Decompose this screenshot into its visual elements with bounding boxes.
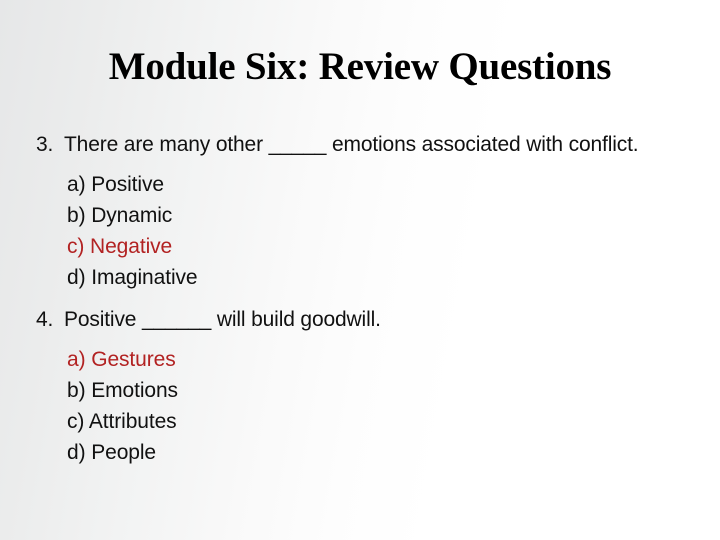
question-item-3: 3. There are many other _____ emotions a… (36, 129, 684, 160)
question-number-4: 4. (36, 308, 54, 331)
option-3a[interactable]: a) Positive (67, 173, 164, 196)
option-3c[interactable]: c) Negative (67, 235, 173, 258)
options-list-3: a) Positive b) Dynamic c) Negative d) Im… (36, 169, 684, 293)
option-4c[interactable]: c) Attributes (67, 410, 177, 433)
question-number-3: 3. (36, 133, 54, 156)
page-title: Module Six: Review Questions (108, 45, 612, 88)
question-item-4: 4. Positive ______ will build goodwill. (36, 304, 684, 335)
option-4a[interactable]: a) Gestures (67, 348, 176, 371)
option-3b[interactable]: b) Dynamic (67, 204, 173, 227)
option-4d[interactable]: d) People (67, 441, 156, 464)
option-3d[interactable]: d) Imaginative (67, 266, 198, 289)
question-text-4: Positive ______ will build goodwill. (64, 308, 381, 331)
spacer (36, 335, 684, 344)
option-4b[interactable]: b) Emotions (67, 379, 178, 402)
options-list-4: a) Gestures b) Emotions c) Attributes d)… (36, 344, 684, 468)
spacer (36, 160, 684, 169)
questions-container: 3. There are many other _____ emotions a… (36, 129, 684, 468)
question-text-3: There are many other _____ emotions asso… (64, 133, 639, 156)
spacer (36, 293, 684, 304)
